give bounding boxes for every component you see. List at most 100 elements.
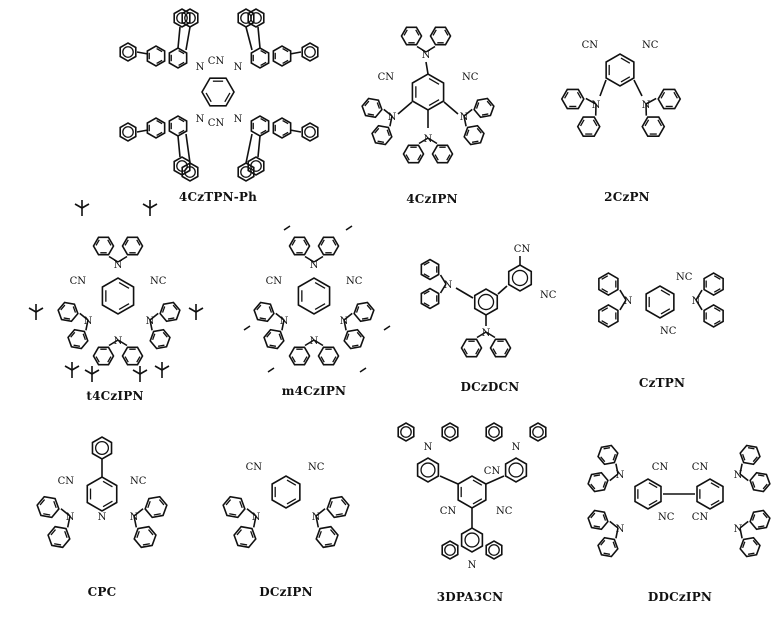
- atom-label-nitrogen: N: [616, 524, 625, 535]
- atom-label-nitrogen: N: [592, 100, 601, 111]
- label-t4czipn: t4CzIPN: [86, 389, 143, 403]
- atom-label-nitrile_left: NC: [496, 506, 513, 517]
- molecule-ddczipn: CN CN NC CN N N N N: [588, 446, 770, 557]
- tert-butyl-6: [85, 366, 99, 382]
- atom-label-nitrile_left: NC: [658, 512, 675, 523]
- tert-butyl-3: [189, 304, 203, 320]
- atom-label-nitrile_left: NC: [346, 276, 363, 287]
- atom-label-nitrile_left: NC: [308, 462, 325, 473]
- atom-label-nitrogen: N: [422, 50, 431, 61]
- molecule-cpc: CN NC N N N: [37, 437, 167, 547]
- atom-label-nitrile_right: CN: [514, 244, 531, 255]
- tert-butyl-7: [133, 366, 147, 382]
- atom-label-nitrile_right: CN: [246, 462, 263, 473]
- methyl-0: [284, 226, 290, 230]
- atom-label-nitrogen: N: [84, 316, 93, 327]
- atom-label-nitrile_right: CN: [440, 506, 457, 517]
- atom-label-nitrile_right: CN: [652, 462, 669, 473]
- atom-label-nitrogen: N: [444, 280, 453, 291]
- atom-label-nitrogen: N: [98, 512, 107, 523]
- atom-label-nitrogen: N: [312, 512, 321, 523]
- atom-label-nitrile_right: CN: [208, 56, 225, 67]
- label-2czpn: 2CzPN: [604, 190, 650, 204]
- molecule-cztpn: NC NC N N: [599, 272, 723, 337]
- molecule-2czpn: CN NC N N: [562, 40, 680, 136]
- atom-label-nitrogen: N: [340, 316, 349, 327]
- atom-label-nitrile_left: NC: [130, 476, 147, 487]
- atom-label-nitrile_left: NC: [660, 326, 677, 337]
- carbazole-arm-0: [120, 9, 190, 68]
- diphenylamine-2: N: [442, 541, 502, 571]
- atom-label-nitrogen: N: [482, 328, 491, 339]
- atom-label-nitrogen: N: [196, 62, 205, 73]
- atom-label-nitrile_left: NC: [462, 72, 479, 83]
- carbazole-arm-3: [248, 116, 318, 175]
- label-4czipn: 4CzIPN: [406, 192, 458, 206]
- atom-label-nitrile_right: CN: [378, 72, 395, 83]
- atom-label-nitrogen: N: [424, 134, 433, 145]
- atom-label-nitrile_left: NC: [676, 272, 693, 283]
- atom-label-nitrile_right: CN: [692, 462, 709, 473]
- atom-label-nitrogen: N: [234, 62, 243, 73]
- atom-label-nitrile_right: CN: [692, 512, 709, 523]
- label-ddczipn: DDCzIPN: [648, 590, 712, 604]
- methyl-5: [360, 368, 366, 372]
- label-4cztpn-ph: 4CzTPN-Ph: [179, 190, 257, 204]
- atom-label-nitrile_right: CN: [484, 466, 501, 477]
- atom-label-nitrogen: N: [252, 512, 261, 523]
- diphenylamine-0: N: [398, 423, 458, 453]
- atom-label-nitrile_left: NC: [150, 276, 167, 287]
- label-cztpn: CzTPN: [639, 376, 685, 390]
- atom-label-nitrogen: N: [146, 316, 155, 327]
- atom-label-nitrogen: N: [66, 512, 75, 523]
- atom-label-nitrogen: N: [460, 112, 469, 123]
- molecule-dczipn: CN NC N N: [223, 462, 349, 547]
- tert-butyl-4: [65, 362, 79, 378]
- carbazole-arm-1: [248, 9, 318, 68]
- methyl-1: [346, 226, 352, 230]
- molecule-dczdcn: CN NC N N: [421, 244, 556, 357]
- tert-butyl-2: [29, 304, 43, 320]
- atom-label-nitrile_right: CN: [58, 476, 75, 487]
- atom-label-nitrogen: N: [624, 296, 633, 307]
- atom-label-nitrogen: N: [310, 260, 319, 271]
- tert-butyl-0: [75, 200, 89, 216]
- atom-label-nitrogen: N: [512, 442, 521, 453]
- methyl-4: [268, 368, 274, 372]
- atom-label-nitrogen: N: [196, 114, 205, 125]
- label-dczdcn: DCzDCN: [461, 380, 520, 394]
- atom-label-nitrogen: N: [734, 470, 743, 481]
- tert-butyl-5: [155, 362, 169, 378]
- atom-label-nitrogen: N: [114, 260, 123, 271]
- atom-label-nitrile_right: CN: [582, 40, 599, 51]
- molecule-3dpa3cn: CN CN NC: [418, 458, 527, 552]
- atom-label-nitrile_right: CN: [70, 276, 87, 287]
- atom-label-nitrogen: N: [424, 442, 433, 453]
- atom-label-nitrogen: N: [280, 316, 289, 327]
- carbazole-arm-2: [120, 116, 190, 175]
- atom-label-nitrogen: N: [468, 560, 477, 571]
- methyl-2: [244, 326, 250, 330]
- label-3dpa3cn: 3DPA3CN: [437, 590, 504, 604]
- atom-label-nitrogen: N: [692, 296, 701, 307]
- atom-label-nitrile_right: CN: [208, 118, 225, 129]
- label-dczipn: DCzIPN: [259, 585, 313, 599]
- atom-label-nitrile_left: NC: [540, 290, 557, 301]
- methyl-3: [384, 326, 390, 330]
- label-m4czipn: m4CzIPN: [282, 384, 346, 398]
- label-cpc: CPC: [88, 585, 117, 599]
- atom-label-nitrile_left: NC: [642, 40, 659, 51]
- atom-label-nitrogen: N: [130, 512, 139, 523]
- atom-label-nitrogen: N: [616, 470, 625, 481]
- atom-label-nitrogen: N: [114, 336, 123, 347]
- diphenylamine-1: N: [486, 423, 546, 453]
- atom-label-nitrogen: N: [388, 112, 397, 123]
- atom-label-nitrogen: N: [734, 524, 743, 535]
- atom-label-nitrogen: N: [642, 100, 651, 111]
- atom-label-nitrile_right: CN: [266, 276, 283, 287]
